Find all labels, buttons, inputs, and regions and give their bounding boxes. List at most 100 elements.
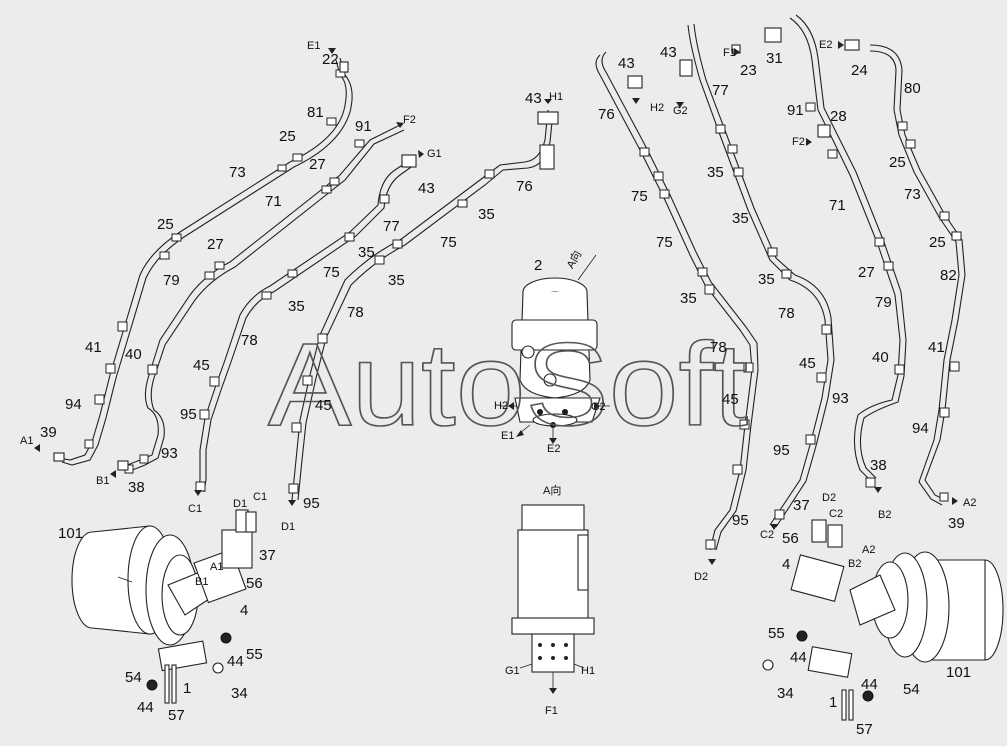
- callout: 95: [732, 512, 749, 529]
- left-hose-bundle: [53, 57, 559, 501]
- callout: 38: [870, 457, 887, 474]
- callout: 78: [241, 332, 258, 349]
- port-label: A1: [210, 561, 223, 573]
- port-arrows: [34, 41, 958, 694]
- callout: 78: [778, 305, 795, 322]
- port-label: D2: [694, 571, 708, 583]
- callout: 40: [125, 346, 142, 363]
- port-label: F1: [545, 705, 558, 717]
- callout: 75: [656, 234, 673, 251]
- callout: 91: [787, 102, 804, 119]
- port-label: E2: [819, 39, 832, 51]
- callout: 35: [358, 244, 375, 261]
- callout: 24: [851, 62, 868, 79]
- callout: 77: [712, 82, 729, 99]
- callout: 43: [660, 44, 677, 61]
- swivel-joint-top-view: [500, 254, 610, 440]
- callout: 55: [246, 646, 263, 663]
- callout: 101: [58, 525, 83, 542]
- callout: 39: [40, 424, 57, 441]
- callout: 4: [240, 602, 248, 619]
- port-label: H1: [549, 91, 563, 103]
- callout: 35: [758, 271, 775, 288]
- callout: 27: [207, 236, 224, 253]
- port-label: A向: [543, 483, 561, 497]
- callout: 4: [782, 556, 790, 573]
- callout: 76: [598, 106, 615, 123]
- right-hose-bundle: [595, 14, 966, 551]
- port-label: D2: [822, 492, 836, 504]
- port-label: B1: [195, 576, 208, 588]
- port-label: H2: [650, 102, 664, 114]
- port-label: H2: [494, 400, 508, 412]
- callout: 25: [157, 216, 174, 233]
- callout: 95: [180, 406, 197, 423]
- port-label: C2: [829, 508, 843, 520]
- callout: 44: [861, 676, 878, 693]
- callout: 34: [231, 685, 248, 702]
- callout: 101: [946, 664, 971, 681]
- callout: 35: [732, 210, 749, 227]
- port-label: B2: [878, 509, 891, 521]
- callout: 25: [929, 234, 946, 251]
- callout: 35: [478, 206, 495, 223]
- callout: 31: [766, 50, 783, 67]
- callout: 25: [279, 128, 296, 145]
- callout: 44: [790, 649, 807, 666]
- callout: 93: [832, 390, 849, 407]
- port-label: E1: [501, 430, 514, 442]
- port-label: F2: [403, 114, 416, 126]
- port-label: G1: [427, 148, 442, 160]
- port-label: F2: [792, 136, 805, 148]
- callout: 1: [829, 694, 837, 711]
- callout: 41: [928, 339, 945, 356]
- callout: 45: [722, 391, 739, 408]
- port-label: E1: [307, 40, 320, 52]
- port-label: B1: [96, 475, 109, 487]
- port-label: H1: [581, 665, 595, 677]
- callout: 82: [940, 267, 957, 284]
- callout: 35: [707, 164, 724, 181]
- port-label: A2: [862, 544, 875, 556]
- callout: 95: [773, 442, 790, 459]
- right-travel-motor: [762, 519, 1004, 721]
- callout: 39: [948, 515, 965, 532]
- callout: 44: [137, 699, 154, 716]
- port-label: A2: [963, 497, 976, 509]
- callout: 43: [418, 180, 435, 197]
- callout: 27: [309, 156, 326, 173]
- port-label: C1: [253, 491, 267, 503]
- callout: 1: [183, 680, 191, 697]
- callout: 56: [246, 575, 263, 592]
- callout: 80: [904, 80, 921, 97]
- callout-labels: 22 81 25 91 73 27 71 25 27 79 43 77 35 7…: [40, 44, 971, 738]
- callout: 43: [525, 90, 542, 107]
- callout: 2: [534, 257, 542, 274]
- callout: 28: [830, 108, 847, 125]
- swivel-joint-side-view: [511, 504, 595, 690]
- callout: 57: [168, 707, 185, 724]
- port-label: A向: [563, 248, 584, 271]
- callout: 43: [618, 55, 635, 72]
- callout: 78: [347, 304, 364, 321]
- port-label: F1: [723, 47, 736, 59]
- callout: 22: [322, 51, 339, 68]
- callout: 54: [903, 681, 920, 698]
- callout: 91: [355, 118, 372, 135]
- callout: 75: [631, 188, 648, 205]
- callout: 45: [799, 355, 816, 372]
- callout: 45: [193, 357, 210, 374]
- callout: 25: [889, 154, 906, 171]
- port-label: G2: [673, 105, 688, 117]
- port-label: D1: [281, 521, 295, 533]
- callout: 94: [912, 420, 929, 437]
- callout: 79: [875, 294, 892, 311]
- port-label: E2: [547, 443, 560, 455]
- port-label: G1: [505, 665, 520, 677]
- callout: 35: [388, 272, 405, 289]
- callout: 75: [323, 264, 340, 281]
- callout: 41: [85, 339, 102, 356]
- callout: 40: [872, 349, 889, 366]
- port-label: D1: [233, 498, 247, 510]
